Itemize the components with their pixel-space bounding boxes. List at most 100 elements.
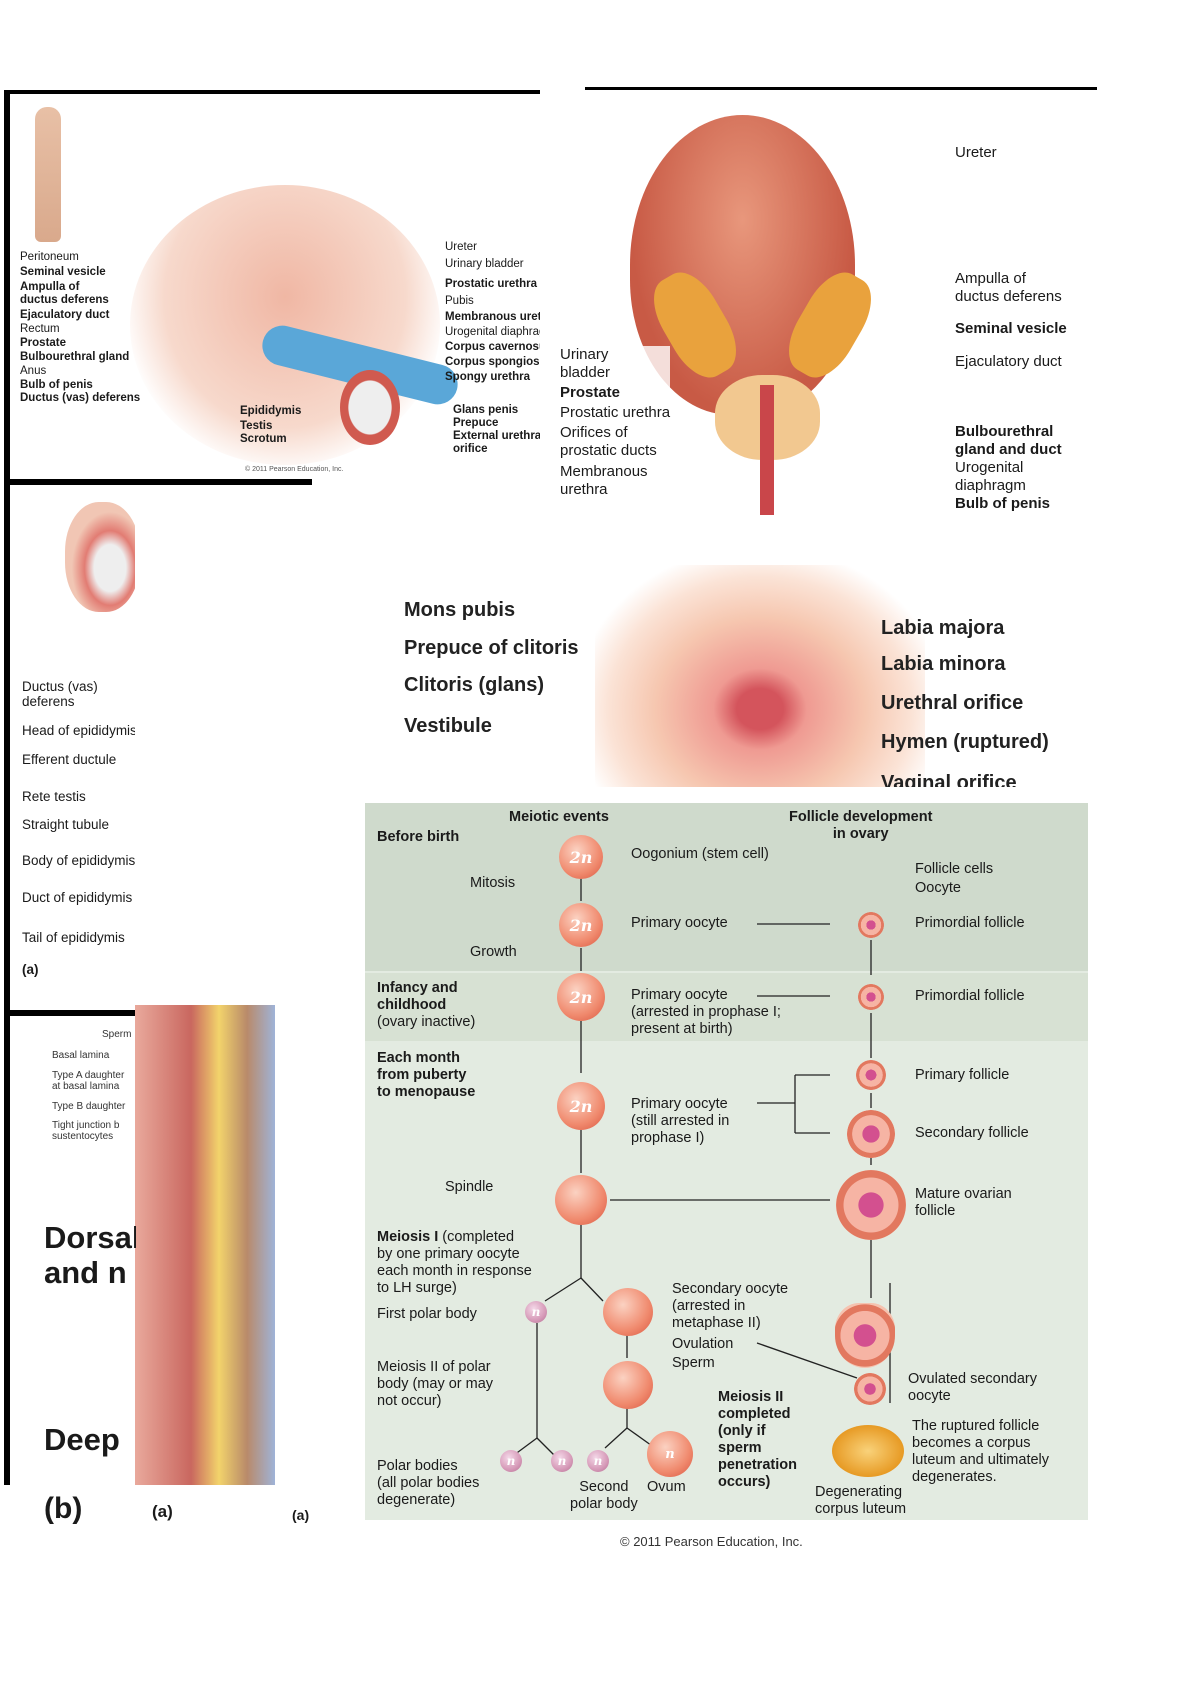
line: degenerates.	[912, 1469, 997, 1485]
primary-oocyte-cell: 2n	[559, 903, 603, 947]
line: sperm	[718, 1440, 762, 1456]
oogonium-cell: 2n	[559, 835, 603, 879]
primordial-follicle	[858, 912, 884, 938]
label-ovum: Ovum	[647, 1479, 686, 1495]
line: Meiosis II	[718, 1389, 784, 1405]
label-secondary-follicle: Secondary follicle	[915, 1125, 1029, 1141]
band-childhood	[365, 973, 1088, 1041]
right-labels: Ureter Urinary bladder Prostatic urethra…	[445, 241, 540, 456]
label-growth: Growth	[470, 944, 517, 960]
label: Spongy urethra	[445, 371, 530, 383]
label: External urethral	[453, 430, 540, 442]
label: Seminal vesicle	[955, 320, 1067, 337]
label: ductus deferens	[955, 288, 1062, 305]
line: (arrested in prophase I;	[631, 1004, 781, 1020]
line: each month in response	[377, 1263, 532, 1279]
label: Rectum	[20, 323, 60, 335]
secondary-oocyte-cell	[603, 1288, 653, 1336]
left-labels: Peritoneum Seminal vesicle Ampulla of du…	[20, 251, 140, 405]
label: Peritoneum	[20, 251, 79, 263]
label: Urethral orifice	[881, 692, 1024, 714]
label: Prostate	[20, 337, 67, 349]
label: Tight junction b	[52, 1120, 120, 1131]
label: Bulb of penis	[955, 495, 1050, 512]
vulva-figure: Mons pubis Prepuce of clitoris Clitoris …	[395, 555, 1095, 787]
line: follicle	[915, 1203, 956, 1219]
oogenesis-figure: Meiotic events Follicle development in o…	[365, 803, 1088, 1520]
line: Primary oocyte	[631, 1096, 728, 1112]
panel-label-b: (b)	[44, 1492, 83, 1525]
mature-follicle	[836, 1170, 906, 1240]
line: polar body	[570, 1496, 638, 1512]
copyright: © 2011 Pearson Education, Inc.	[620, 1534, 803, 1549]
divider-1	[4, 479, 312, 485]
line: (completed	[442, 1229, 515, 1245]
primordial-follicle	[858, 984, 884, 1010]
label-primordial-follicle: Primordial follicle	[915, 915, 1025, 931]
heading-line: Dorsal	[44, 1220, 136, 1255]
panel-label-a: (a)	[292, 1507, 310, 1523]
primary-follicle	[856, 1060, 886, 1090]
line: completed	[718, 1406, 791, 1422]
label: Scrotum	[240, 433, 287, 445]
primary-oocyte-cell: 2n	[557, 1082, 605, 1130]
copyright: © 2011 Pearson Education, Inc.	[245, 466, 344, 473]
line: Meiosis II of polar	[377, 1359, 491, 1375]
label-primary-follicle: Primary follicle	[915, 1067, 1010, 1083]
label: Sperm	[102, 1029, 132, 1040]
label: Ureter	[445, 241, 477, 253]
label: Bulbourethral	[955, 423, 1054, 440]
line: to LH surge)	[377, 1280, 457, 1296]
line: body (may or may	[377, 1376, 494, 1392]
tubule-illustration	[135, 1005, 275, 1485]
vulva-illustration	[595, 565, 925, 787]
body-figure	[35, 107, 61, 242]
line: metaphase II)	[672, 1315, 761, 1331]
prostate-figure: Ureter Ampulla of ductus deferens Semina…	[555, 95, 1100, 515]
label: prostatic ducts	[560, 442, 657, 459]
line: (all polar bodies	[377, 1475, 480, 1491]
label: Bulbourethral gland	[20, 351, 130, 363]
label-oocyte: Oocyte	[915, 880, 961, 896]
secondary-follicle	[847, 1110, 895, 1158]
divider-2	[4, 1010, 135, 1016]
header-follicle-development: Follicle development in ovary	[789, 809, 932, 843]
label-oogonium: Oogonium (stem cell)	[631, 846, 769, 862]
testis-figure: Ductus (vas) deferens Head of epididymis…	[10, 487, 135, 1007]
label: Body of epididymis	[22, 853, 135, 868]
label: Type A daughter	[52, 1070, 125, 1081]
label: Urogenital diaphragm	[445, 326, 540, 338]
header-meiotic-events: Meiotic events	[509, 809, 609, 825]
label: Seminal vesicle	[20, 266, 106, 278]
left-labels: Mons pubis Prepuce of clitoris Clitoris …	[404, 599, 579, 737]
first-polar-body: n	[525, 1301, 547, 1323]
label: Epididymis	[240, 405, 302, 417]
label: Labia majora	[881, 617, 1005, 639]
line: Degenerating	[815, 1484, 903, 1500]
line: luteum and ultimately	[912, 1452, 1050, 1468]
label: Vaginal orifice	[881, 772, 1017, 787]
line: occurs)	[718, 1474, 771, 1490]
label: Ejaculatory duct	[20, 309, 110, 321]
label-ovulation: Ovulation	[672, 1336, 734, 1352]
label: Prostatic urethra	[445, 278, 538, 290]
label: Pubis	[445, 295, 474, 307]
frame-top-right	[585, 87, 1097, 90]
labels: Ductus (vas) deferens Head of epididymis…	[22, 679, 135, 977]
label-primary-oocyte: Primary oocyte	[631, 915, 728, 931]
label: Prostate	[560, 384, 621, 401]
polar-body: n	[551, 1450, 573, 1472]
dividing-oocyte-cell	[555, 1175, 607, 1225]
line: corpus luteum	[815, 1501, 907, 1517]
label: Ampulla of	[20, 281, 80, 293]
ovum-cell: n	[647, 1431, 693, 1477]
line: by one primary oocyte	[377, 1246, 520, 1262]
label: (a)	[22, 962, 39, 977]
